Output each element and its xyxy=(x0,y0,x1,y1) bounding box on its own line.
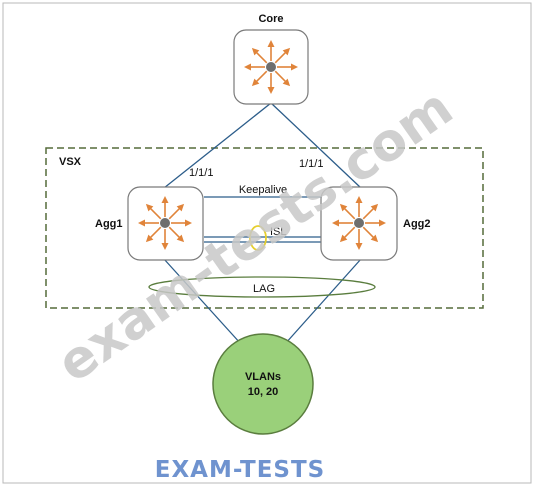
arrow-head xyxy=(370,203,379,212)
vlans-node xyxy=(212,333,314,435)
arrow-shaft xyxy=(274,70,288,84)
arrow-head xyxy=(176,234,185,243)
link-core-agg1 xyxy=(163,102,272,189)
core-switch-icon xyxy=(244,40,298,94)
agg2-port-label: 1/1/1 xyxy=(299,158,323,170)
isl-ring xyxy=(249,225,267,251)
arrow-head xyxy=(282,47,291,56)
arrow-head xyxy=(185,219,192,227)
arrow-head xyxy=(291,63,298,71)
lag-label: LAG xyxy=(253,283,275,295)
arrow-head xyxy=(161,196,169,203)
arrow-shaft xyxy=(362,206,376,220)
switch-hub xyxy=(266,62,276,72)
keepalive-label: Keepalive xyxy=(239,184,287,196)
link-core-agg2 xyxy=(270,102,362,189)
arrow-head xyxy=(244,63,251,71)
arrow-shaft xyxy=(148,206,162,220)
arrow-shaft xyxy=(342,206,356,220)
arrow-shaft xyxy=(362,226,376,240)
arrow-head xyxy=(267,40,275,47)
arrow-head xyxy=(355,243,363,250)
brand-logo: EXAM-TESTS xyxy=(155,457,326,483)
arrow-head xyxy=(251,78,260,87)
agg2-label: Agg2 xyxy=(403,218,431,230)
arrow-head xyxy=(267,87,275,94)
arrow-head xyxy=(251,47,260,56)
link-agg2-vlans xyxy=(284,258,362,345)
arrow-head xyxy=(145,203,154,212)
arrow-head xyxy=(332,219,339,227)
arrow-head xyxy=(145,234,154,243)
vsx-label: VSX xyxy=(59,156,82,168)
link-agg1-vlans xyxy=(163,258,242,345)
arrow-shaft xyxy=(148,226,162,240)
agg1-label: Agg1 xyxy=(95,218,123,230)
vsx-group-border xyxy=(45,147,484,309)
agg2-switch-icon xyxy=(332,196,386,250)
links xyxy=(163,102,362,345)
core-label: Core xyxy=(258,13,283,25)
isl-label: ISL xyxy=(270,226,287,238)
arrow-head xyxy=(355,196,363,203)
arrow-shaft xyxy=(168,206,182,220)
arrow-shaft xyxy=(254,50,268,64)
vlans-ids-label: 10, 20 xyxy=(248,386,279,398)
image-frame xyxy=(2,2,532,484)
arrow-head xyxy=(339,203,348,212)
arrow-shaft xyxy=(342,226,356,240)
arrow-head xyxy=(370,234,379,243)
lag-ellipse xyxy=(148,276,376,298)
arrow-head xyxy=(282,78,291,87)
arrow-head xyxy=(379,219,386,227)
switch-hub xyxy=(354,218,364,228)
arrow-shaft xyxy=(274,50,288,64)
arrow-head xyxy=(176,203,185,212)
arrow-head xyxy=(339,234,348,243)
arrow-head xyxy=(161,243,169,250)
agg1-port-label: 1/1/1 xyxy=(189,167,213,179)
arrow-head xyxy=(138,219,145,227)
arrow-shaft xyxy=(254,70,268,84)
arrow-shaft xyxy=(168,226,182,240)
switch-hub xyxy=(160,218,170,228)
vlans-label: VLANs xyxy=(245,371,281,383)
agg1-switch-icon xyxy=(138,196,192,250)
